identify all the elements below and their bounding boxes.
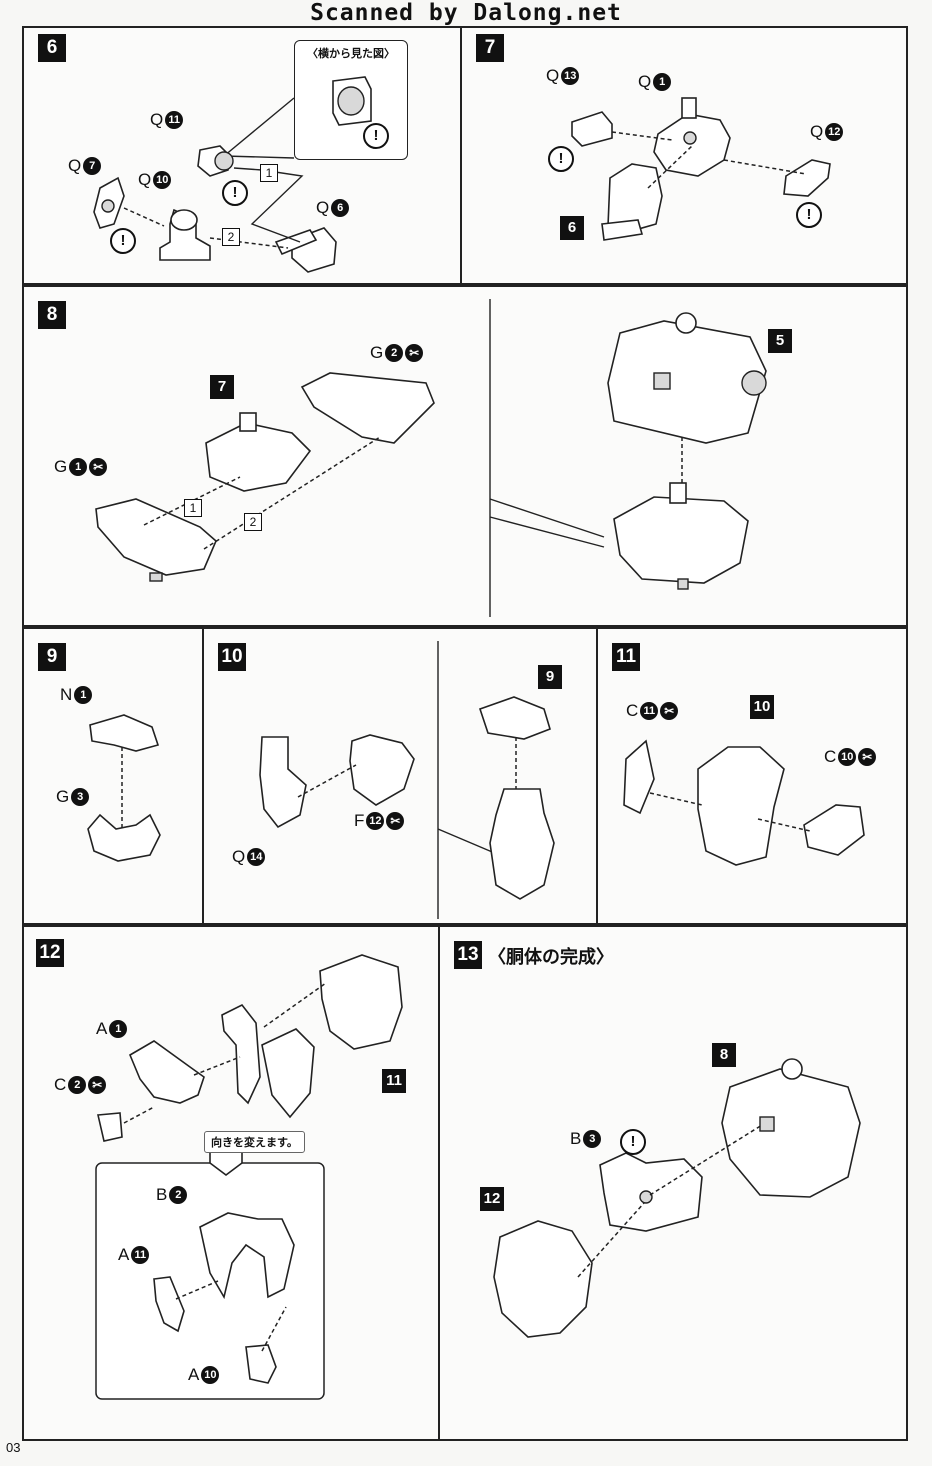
cut-icon: ✂: [858, 748, 877, 766]
step-number: 11: [612, 643, 640, 671]
sequence-marker: 2: [222, 228, 240, 246]
step-number: 10: [218, 643, 246, 671]
reference-step: 8: [712, 1043, 736, 1067]
side-view-title: 〈横から見た図〉: [307, 47, 395, 60]
reference-step: 6: [560, 216, 584, 240]
reference-step: 11: [382, 1069, 406, 1093]
warning-icon: !: [796, 202, 822, 228]
cut-icon: ✂: [386, 812, 405, 830]
reference-step: 5: [768, 329, 792, 353]
reference-step: 7: [210, 375, 234, 399]
watermark: Scanned by Dalong.net: [310, 0, 622, 26]
sequence-marker: 1: [184, 499, 202, 517]
step-number: 13: [454, 941, 482, 969]
cut-icon: ✂: [89, 458, 108, 476]
cut-icon: ✂: [405, 344, 424, 362]
side-view-box: 〈横から見た図〉 !: [294, 40, 408, 160]
page-number: 03: [6, 1440, 21, 1455]
reference-step: 9: [538, 665, 562, 689]
warning-icon: !: [548, 146, 574, 172]
cut-icon: ✂: [660, 702, 679, 720]
warning-icon: !: [363, 123, 389, 149]
step-number: 9: [38, 643, 66, 671]
cut-icon: ✂: [88, 1076, 107, 1094]
step-number: 8: [38, 301, 66, 329]
sequence-marker: 2: [244, 513, 262, 531]
warning-icon: !: [620, 1129, 646, 1155]
warning-icon: !: [110, 228, 136, 254]
step-number: 7: [476, 34, 504, 62]
callout-rotate: 向きを変えます。: [204, 1131, 305, 1153]
step-title: 〈胴体の完成〉: [488, 947, 614, 968]
step-number: 6: [38, 34, 66, 62]
reference-step: 12: [480, 1187, 504, 1211]
sequence-marker: 1: [260, 164, 278, 182]
reference-step: 10: [750, 695, 774, 719]
step-number: 12: [36, 939, 64, 967]
warning-icon: !: [222, 180, 248, 206]
